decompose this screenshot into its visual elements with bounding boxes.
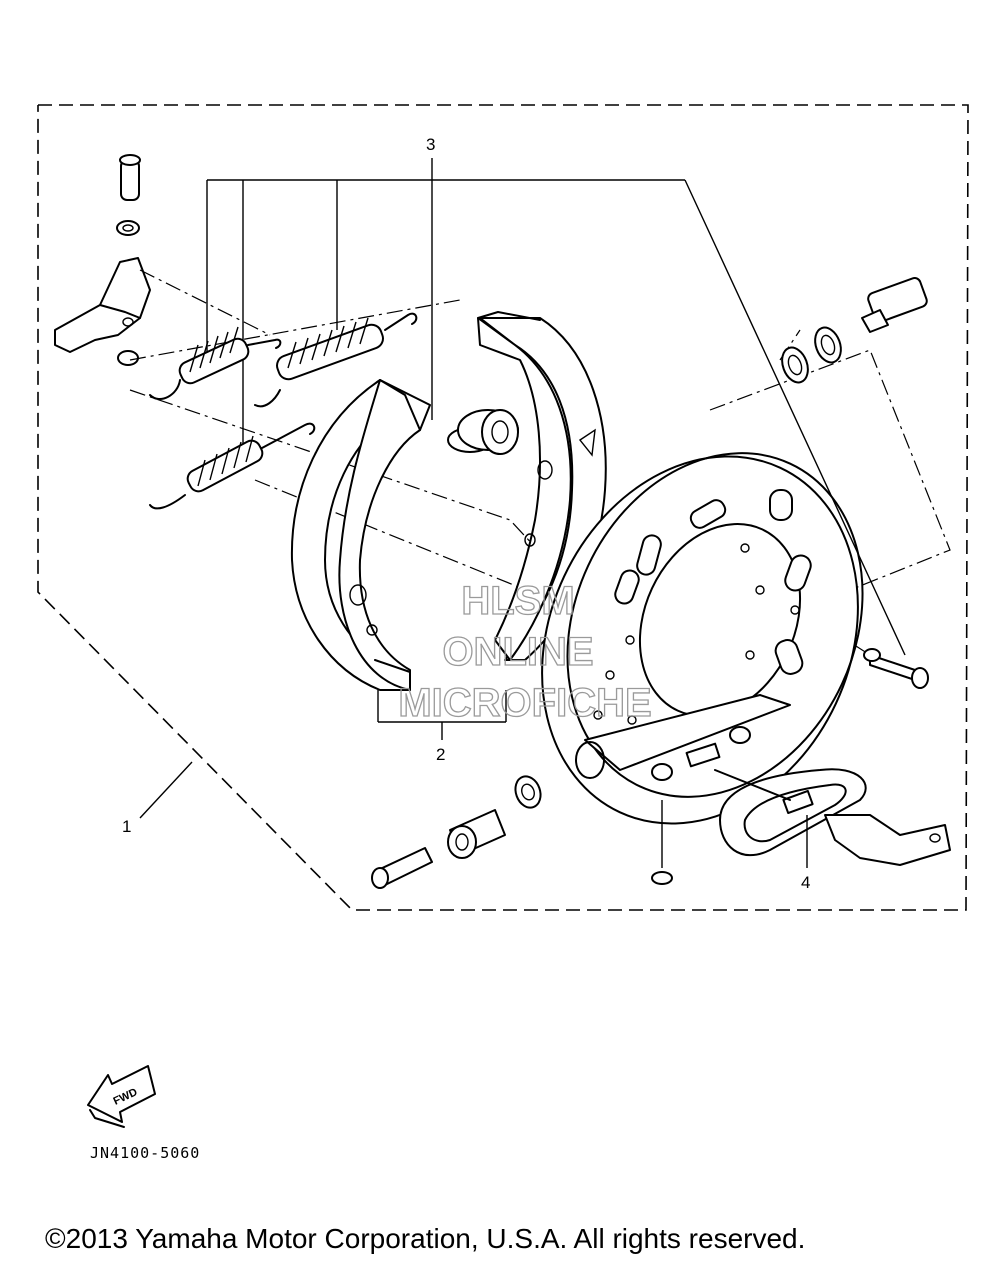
callout-4: 4	[801, 873, 810, 892]
callout-2-bracket	[377, 690, 507, 740]
fwd-arrow-icon: FWD	[87, 1065, 156, 1128]
bleeder-nut	[447, 775, 542, 859]
callout-1-leader	[139, 761, 193, 819]
e-clip	[651, 800, 673, 885]
hold-down-spring	[447, 409, 519, 455]
part-code: JN4100-5060	[90, 1144, 200, 1162]
copyright-notice: ©2013 Yamaha Motor Corporation, U.S.A. A…	[45, 1223, 805, 1254]
svg-text:HLSM: HLSM	[461, 579, 574, 623]
mounting-bolt	[371, 847, 433, 889]
callout-2: 2	[436, 745, 445, 764]
spring-group-bracket	[206, 179, 906, 656]
watermark: HLSM ONLINE MICROFICHE	[398, 578, 653, 725]
cable-bracket	[714, 768, 951, 866]
assembly-boundary	[37, 104, 969, 911]
adjuster-bolt	[863, 648, 929, 689]
adjuster-lever	[54, 257, 151, 366]
return-spring-2	[254, 312, 418, 408]
brake-shoe-left	[290, 379, 431, 691]
svg-text:ONLINE: ONLINE	[442, 630, 593, 674]
callout-1: 1	[122, 817, 131, 836]
cam-shaft	[781, 277, 928, 384]
svg-text:MICROFICHE: MICROFICHE	[398, 681, 651, 725]
backing-plate	[541, 452, 864, 825]
shoe-pin	[116, 154, 141, 236]
callout-3: 3	[426, 135, 435, 154]
return-spring-3	[149, 422, 316, 510]
return-spring-1	[149, 326, 282, 400]
